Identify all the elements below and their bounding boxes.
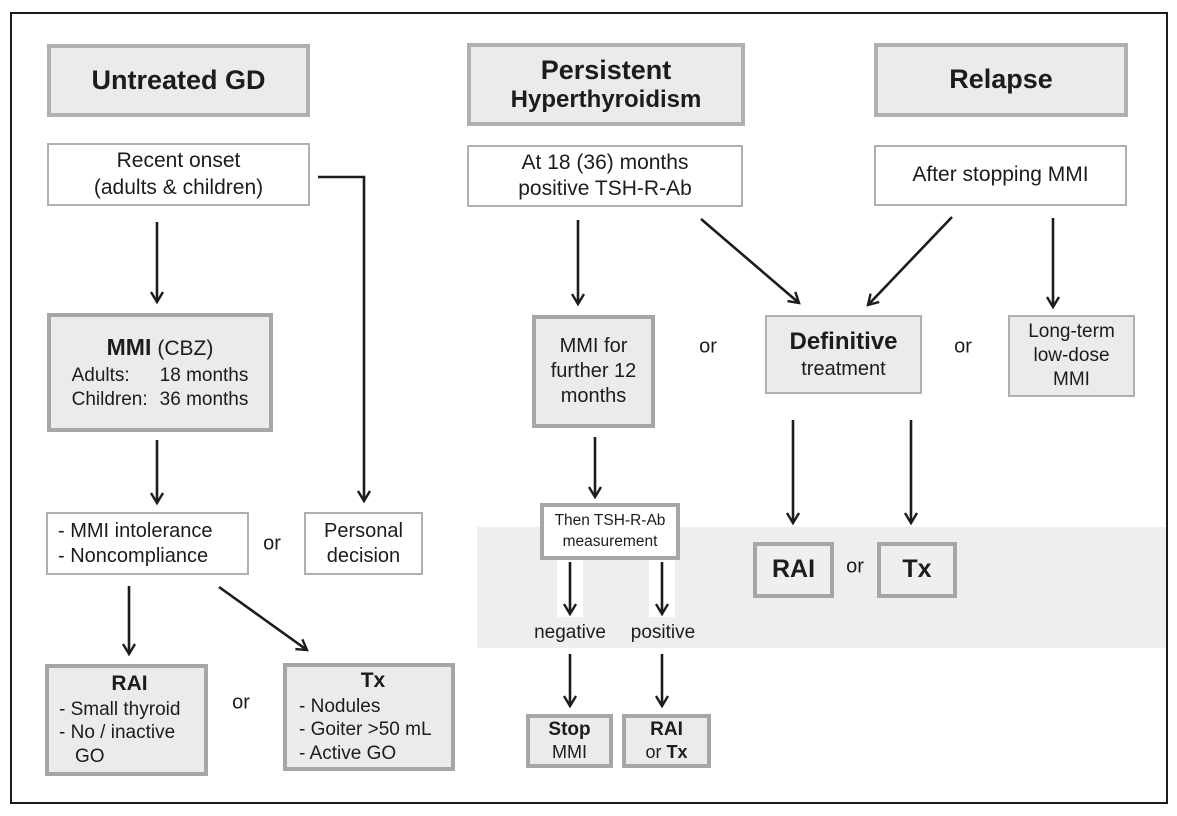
- node-rai-or-tx: RAI or Tx: [622, 714, 711, 768]
- node-tx-band: Tx: [877, 542, 957, 598]
- stop-mmi-line2: MMI: [552, 741, 587, 762]
- node-recent-onset: Recent onset (adults & children): [47, 143, 310, 206]
- arrow-backdrop-positive: [649, 559, 675, 617]
- or-label-left: or: [263, 532, 281, 555]
- mmi-cbz-row-value: 18 months: [159, 365, 249, 387]
- rai-primary-item: - Small thyroid: [59, 698, 181, 720]
- node-untreated-gd: Untreated GD: [47, 44, 310, 117]
- node-then-tshrab: Then TSH-R-Ab measurement: [540, 503, 680, 560]
- personal-decision-label: Personal decision: [324, 519, 403, 567]
- or-label-rai-tx: or: [232, 691, 250, 714]
- node-rai-band: RAI: [753, 542, 834, 598]
- mmi-cbz-row-label: Children:: [71, 389, 148, 411]
- node-rai-primary: RAI - Small thyroid - No / inactive GO: [45, 664, 208, 776]
- tx-primary-item: - Active GO: [299, 743, 397, 764]
- node-relapse: Relapse: [874, 43, 1128, 117]
- node-definitive: Definitive treatment: [765, 315, 922, 394]
- node-after-stopping: After stopping MMI: [874, 145, 1127, 206]
- rai-primary-item: - No / inactive GO: [59, 722, 176, 767]
- recent-onset-line2: (adults & children): [93, 175, 264, 199]
- node-at-18-months: At 18 (36) months positive TSH-R-Ab: [467, 145, 743, 207]
- mmi-cbz-title: MMI(CBZ): [107, 333, 214, 362]
- tx-primary-item: - Nodules: [299, 695, 381, 717]
- after-stopping-label: After stopping MMI: [912, 163, 1089, 187]
- mmi-cbz-rows: Adults: 18 months Children: 36 months: [72, 364, 249, 412]
- mmi-cbz-row-value: 36 months: [159, 389, 249, 411]
- node-stop-mmi: Stop MMI: [526, 714, 613, 768]
- arrow-backdrop-negative: [557, 559, 583, 617]
- at18-line2: positive TSH-R-Ab: [518, 177, 692, 200]
- node-long-term: Long-term low-dose MMI: [1008, 315, 1135, 397]
- positive-label: positive: [630, 622, 696, 643]
- rai-or-tx-line2: or Tx: [645, 742, 687, 764]
- rai-or-tx-or: or: [645, 741, 662, 762]
- tx-primary-title: Tx: [360, 669, 386, 693]
- node-personal-decision: Personal decision: [304, 512, 423, 575]
- untreated-gd-label: Untreated GD: [91, 64, 266, 95]
- node-persistent-hyperthyroidism: Persistent Hyperthyroidism: [467, 43, 745, 126]
- stop-mmi-line1: Stop: [548, 718, 591, 740]
- or-label-mid: or: [699, 335, 717, 358]
- mmi-cbz-row-label: Adults:: [71, 365, 130, 387]
- intolerance-item: - Noncompliance: [58, 544, 209, 567]
- rai-band-label: RAI: [771, 555, 816, 584]
- persistent-line2: Hyperthyroidism: [510, 86, 702, 114]
- mmi-further-label: MMI for further 12 months: [550, 335, 637, 407]
- then-tshrab-line2: measurement: [562, 532, 658, 550]
- mmi-cbz-title-note: (CBZ): [157, 337, 214, 361]
- mmi-cbz-title-bold: MMI: [106, 334, 152, 361]
- node-mmi-cbz: MMI(CBZ) Adults: 18 months Children: 36 …: [47, 313, 273, 432]
- persistent-line1: Persistent: [540, 55, 672, 86]
- at18-line1: At 18 (36) months: [521, 150, 689, 174]
- negative-label: negative: [534, 622, 606, 643]
- rai-or-tx-tx: Tx: [666, 741, 688, 762]
- rai-primary-title: RAI: [111, 672, 148, 696]
- node-tx-primary: Tx - Nodules - Goiter >50 mL - Active GO: [283, 663, 455, 771]
- long-term-label: Long-term low-dose MMI: [1028, 321, 1115, 390]
- recent-onset-line1: Recent onset: [116, 149, 241, 173]
- definitive-line2: treatment: [801, 358, 886, 380]
- intolerance-item: - MMI intolerance: [58, 519, 213, 542]
- tx-band-label: Tx: [902, 555, 932, 584]
- or-label-band: or: [846, 555, 864, 578]
- node-mmi-further: MMI for further 12 months: [532, 315, 655, 428]
- or-label-right: or: [954, 335, 972, 358]
- relapse-label: Relapse: [949, 64, 1053, 95]
- tx-primary-item: - Goiter >50 mL: [299, 719, 432, 741]
- rai-or-tx-line1: RAI: [650, 718, 683, 740]
- then-tshrab-line1: Then TSH-R-Ab: [554, 512, 666, 530]
- node-mmi-intolerance: - MMI intolerance - Noncompliance: [46, 512, 249, 575]
- definitive-line1: Definitive: [789, 328, 898, 355]
